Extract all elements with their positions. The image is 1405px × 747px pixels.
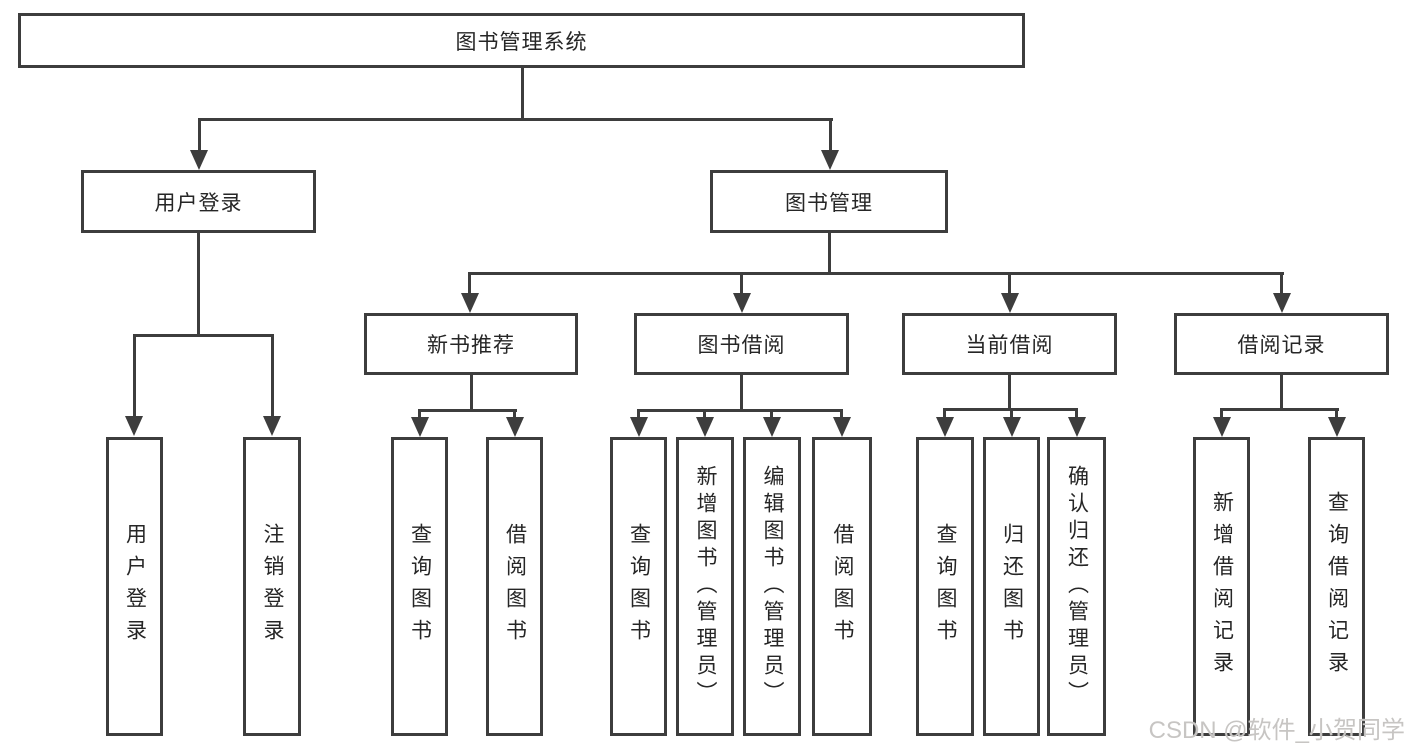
connector-line <box>840 409 843 419</box>
node-new-book-recommend-label: 新书推荐 <box>427 334 515 357</box>
leaf-bb-query-books-label: 查询图书 <box>627 522 651 651</box>
arrow-down-icon <box>1328 417 1346 437</box>
node-book-management-label: 图书管理 <box>785 191 873 215</box>
connector-line <box>521 68 524 120</box>
arrow-down-icon <box>1001 293 1019 313</box>
leaf-bb-add-books-label: 新增图书（管理员） <box>694 465 717 708</box>
node-book-management: 图书管理 <box>710 170 948 233</box>
leaf-nb-query-books-label: 查询图书 <box>408 522 432 651</box>
arrow-down-icon <box>833 417 851 437</box>
leaf-br-add-record: 新增借阅记录 <box>1193 437 1250 736</box>
leaf-cb-query-books: 查询图书 <box>916 437 974 736</box>
leaf-cb-confirm-return-label: 确认归还（管理员） <box>1065 465 1089 708</box>
connector-line <box>470 375 473 411</box>
node-borrow-records: 借阅记录 <box>1174 313 1389 375</box>
connector-line <box>740 272 743 294</box>
leaf-nb-borrow-books: 借阅图书 <box>486 437 543 736</box>
leaf-bb-borrow-books: 借阅图书 <box>812 437 872 736</box>
leaf-br-add-record-label: 新增借阅记录 <box>1210 490 1234 683</box>
leaf-cb-confirm-return: 确认归还（管理员） <box>1047 437 1106 736</box>
arrow-down-icon <box>1068 417 1086 437</box>
arrow-down-icon <box>506 417 524 437</box>
arrow-down-icon <box>1213 417 1231 437</box>
node-current-borrow-label: 当前借阅 <box>965 334 1054 357</box>
leaf-logout-label: 注销登录 <box>261 522 284 651</box>
connector-line <box>1280 272 1283 294</box>
csdn-watermark: CSDN @软件_小贺同学 <box>1148 717 1405 744</box>
connector-line <box>513 409 516 419</box>
leaf-cb-return-books-label: 归还图书 <box>1000 522 1024 651</box>
arrow-down-icon <box>461 293 479 313</box>
connector-line <box>468 272 471 294</box>
leaf-cb-return-books: 归还图书 <box>983 437 1040 736</box>
connector-line <box>1075 408 1078 419</box>
connector-line <box>198 118 833 121</box>
connector-line <box>418 409 517 412</box>
connector-line <box>468 272 1284 275</box>
leaf-nb-borrow-books-label: 借阅图书 <box>503 522 527 651</box>
arrow-down-icon <box>936 417 954 437</box>
connector-line <box>197 233 200 337</box>
leaf-cb-query-books-label: 查询图书 <box>934 522 957 651</box>
node-new-book-recommend: 新书推荐 <box>364 313 578 375</box>
node-book-borrow: 图书借阅 <box>634 313 849 375</box>
node-book-borrow-label: 图书借阅 <box>697 334 786 357</box>
node-root: 图书管理系统 <box>18 13 1025 68</box>
arrow-down-icon <box>821 150 839 170</box>
connector-line <box>271 334 274 417</box>
connector-line <box>198 118 201 152</box>
arrow-down-icon <box>696 417 714 437</box>
connector-line <box>1280 375 1283 409</box>
arrow-down-icon <box>733 293 751 313</box>
connector-line <box>740 375 743 411</box>
connector-line <box>133 334 136 417</box>
leaf-bb-add-books: 新增图书（管理员） <box>676 437 734 736</box>
connector-line <box>943 408 946 419</box>
connector-line <box>1008 375 1011 409</box>
arrow-down-icon <box>263 416 281 436</box>
connector-line <box>637 409 843 412</box>
connector-line <box>703 409 706 419</box>
leaf-nb-query-books: 查询图书 <box>391 437 448 736</box>
leaf-bb-edit-books-label: 编辑图书（管理员） <box>761 465 784 708</box>
leaf-logout: 注销登录 <box>243 437 301 736</box>
arrow-down-icon <box>1003 417 1021 437</box>
leaf-br-query-record: 查询借阅记录 <box>1308 437 1365 736</box>
node-current-borrow: 当前借阅 <box>902 313 1117 375</box>
connector-line <box>829 118 832 152</box>
connector-line <box>828 233 831 274</box>
arrow-down-icon <box>125 416 143 436</box>
node-user-login: 用户登录 <box>81 170 316 233</box>
leaf-bb-edit-books: 编辑图书（管理员） <box>743 437 801 736</box>
connector-line <box>770 409 773 419</box>
connector-line <box>1335 408 1338 419</box>
node-root-label: 图书管理系统 <box>455 30 588 54</box>
arrow-down-icon <box>190 150 208 170</box>
arrow-down-icon <box>630 417 648 437</box>
arrow-down-icon <box>411 417 429 437</box>
leaf-bb-query-books: 查询图书 <box>610 437 667 736</box>
connector-line <box>418 409 421 419</box>
arrow-down-icon <box>1273 293 1291 313</box>
leaf-br-query-record-label: 查询借阅记录 <box>1325 490 1349 683</box>
node-borrow-records-label: 借阅记录 <box>1237 334 1326 357</box>
arrow-down-icon <box>763 417 781 437</box>
connector-line <box>637 409 640 419</box>
connector-line <box>1010 408 1013 419</box>
connector-line <box>1220 408 1223 419</box>
connector-line <box>1008 272 1011 294</box>
leaf-bb-borrow-books-label: 借阅图书 <box>831 522 854 651</box>
leaf-user-login: 用户登录 <box>106 437 163 736</box>
connector-line <box>1220 408 1339 411</box>
node-user-login-label: 用户登录 <box>154 191 243 215</box>
leaf-user-login-label: 用户登录 <box>123 522 147 651</box>
connector-line <box>133 334 274 337</box>
